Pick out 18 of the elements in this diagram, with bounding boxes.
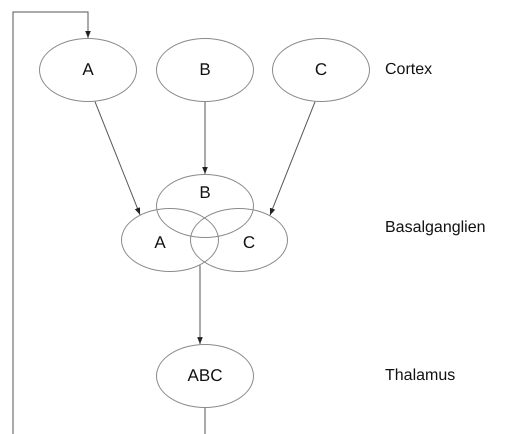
node-label: C [242, 233, 256, 253]
node-label: A [154, 233, 166, 253]
node-label: B [199, 60, 211, 80]
level-label: Basalganglien [385, 219, 486, 237]
level-label: Cortex [385, 61, 432, 79]
level-label: Thalamus [385, 367, 456, 385]
node-label: C [314, 60, 328, 80]
node-label: B [199, 183, 211, 203]
arrow [94, 101, 140, 216]
arrow [270, 101, 316, 216]
arrow [197, 264, 203, 345]
ellipse-node [121, 208, 219, 272]
ellipse-node [156, 174, 254, 238]
ellipse-node [190, 208, 288, 272]
arrow [12, 12, 206, 434]
arrow [202, 102, 208, 174]
node-label: ABC [188, 366, 222, 386]
node-label: A [82, 60, 94, 80]
